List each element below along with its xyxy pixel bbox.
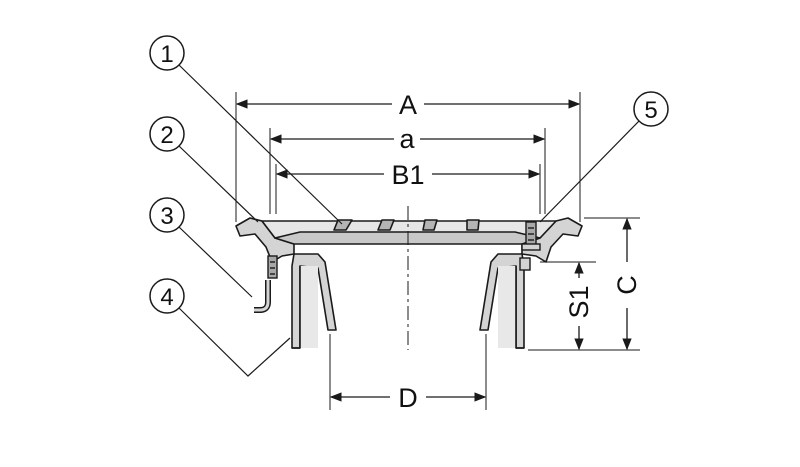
- flange-right: [521, 217, 583, 263]
- dim-label-C: C: [612, 275, 642, 295]
- callout-3: 3: [149, 197, 253, 298]
- dimension-lines: [235, 99, 632, 402]
- svg-text:1: 1: [160, 41, 173, 68]
- svg-text:2: 2: [160, 122, 173, 149]
- svg-text:4: 4: [160, 284, 173, 311]
- dim-label-S1: S1: [564, 285, 594, 318]
- wall-shade-left: [300, 266, 318, 348]
- callout-1: 1: [149, 35, 343, 225]
- dim-label-a: a: [399, 124, 415, 154]
- grate-ribs: [333, 219, 480, 231]
- dim-label-A: A: [399, 90, 417, 120]
- callout-4: 4: [149, 278, 291, 377]
- bolt-left: [267, 255, 278, 279]
- callout-2: 2: [149, 116, 259, 223]
- wall-shade-right: [498, 266, 516, 348]
- dim-label-D: D: [398, 383, 418, 413]
- flange-left: [235, 217, 295, 263]
- dim-label-B1: B1: [391, 160, 424, 190]
- callout-5: 5: [539, 91, 669, 223]
- svg-text:5: 5: [644, 97, 657, 124]
- svg-text:3: 3: [160, 203, 173, 230]
- bolt-right: [519, 221, 541, 271]
- extension-lines: [235, 92, 640, 410]
